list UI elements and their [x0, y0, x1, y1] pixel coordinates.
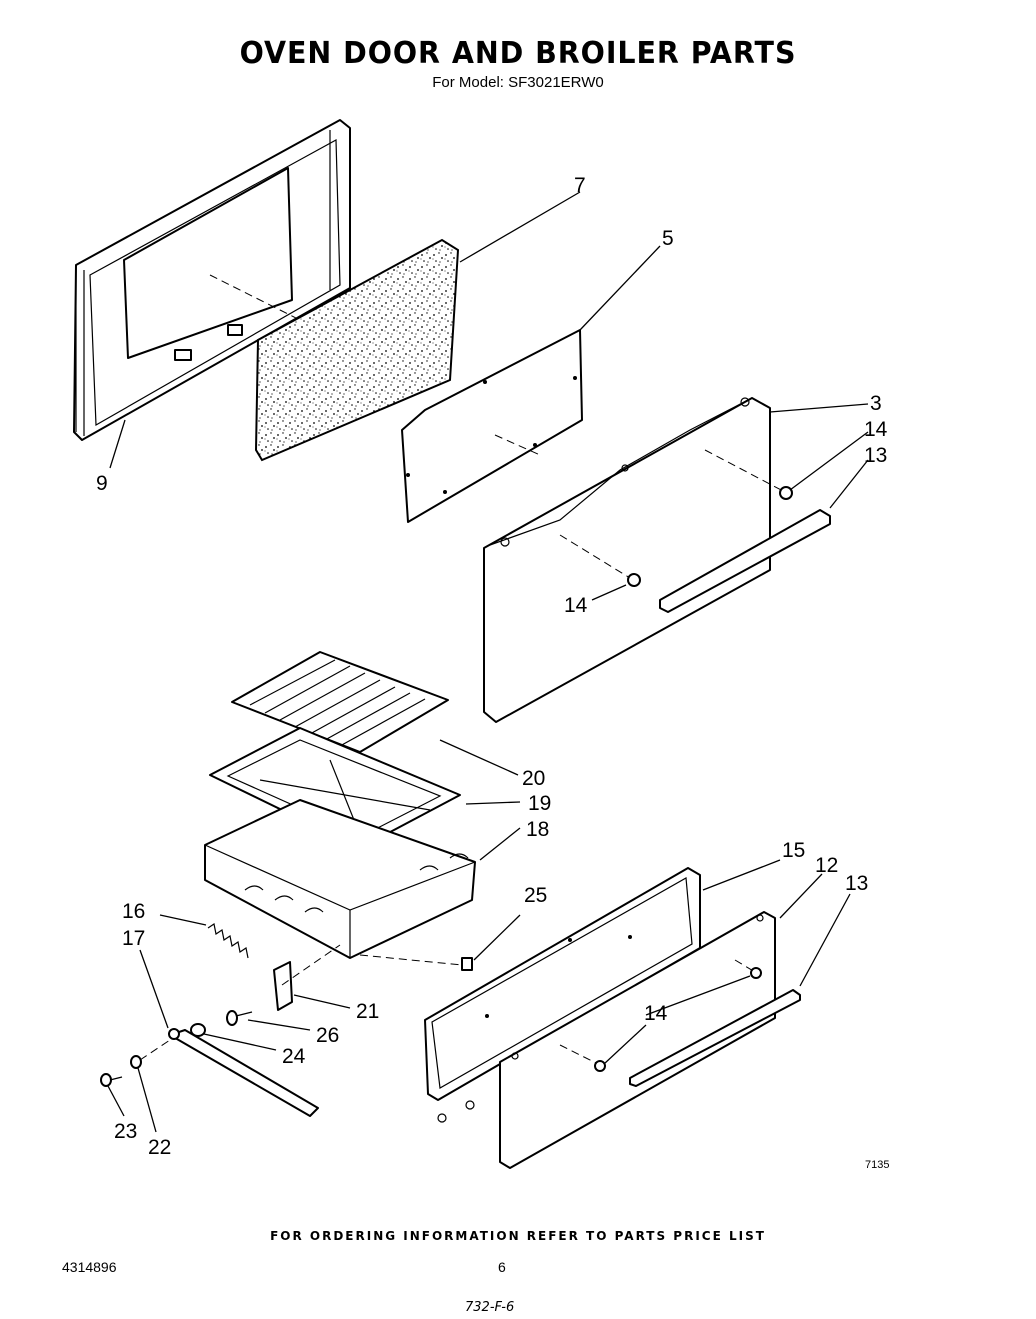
door-panel [401, 329, 583, 523]
model-subtitle: For Model: SF3021ERW0 [432, 74, 604, 91]
screw [226, 1010, 253, 1026]
outer-door [483, 397, 793, 723]
callout-18: 18 [526, 818, 549, 841]
callout-23: 23 [114, 1120, 137, 1143]
page-number: 6 [498, 1259, 506, 1275]
callout-labels: 7 5 3 14 13 9 14 20 19 18 15 12 13 16 17… [96, 174, 888, 1159]
door-handle [659, 509, 831, 613]
callout-21: 21 [356, 1000, 379, 1023]
broiler-pan [204, 799, 476, 966]
callout-22: 22 [148, 1136, 171, 1159]
callout-14-door: 14 [864, 418, 888, 441]
callout-25: 25 [524, 884, 547, 907]
broiler-grid [231, 651, 449, 753]
page-title: OVEN DOOR AND BROILER PARTS [239, 36, 797, 71]
screw-and-washer [100, 1039, 171, 1087]
drawer-front [499, 911, 776, 1169]
spring [207, 923, 249, 959]
callout-13-door: 13 [864, 444, 887, 467]
callout-26: 26 [316, 1024, 339, 1047]
latch-bracket [273, 944, 341, 1011]
callout-3: 3 [870, 392, 882, 415]
callout-5: 5 [662, 227, 674, 250]
callout-16: 16 [122, 900, 145, 923]
callout-24: 24 [282, 1045, 306, 1068]
callout-7: 7 [574, 174, 586, 197]
callout-20: 20 [522, 767, 545, 790]
inner-door-frame [73, 119, 351, 441]
callout-15: 15 [782, 839, 805, 862]
leader-lines [107, 191, 869, 1133]
ordering-note: FOR ORDERING INFORMATION REFER TO PARTS … [270, 1229, 766, 1243]
insulation-pad [254, 238, 460, 462]
document-number: 4314896 [62, 1259, 117, 1275]
drawer-handle [629, 989, 801, 1087]
drawer-pin [461, 957, 473, 971]
drawer-rail [168, 1023, 319, 1117]
callout-12: 12 [815, 854, 838, 877]
callout-14-drawer: 14 [644, 1002, 668, 1025]
handwritten-note: 732-F-6 [465, 1300, 515, 1315]
callout-13-drawer: 13 [845, 872, 868, 895]
callout-17: 17 [122, 927, 145, 950]
callout-19: 19 [528, 792, 551, 815]
callout-14-lower: 14 [564, 594, 588, 617]
figure-number: 7135 [865, 1159, 890, 1171]
callout-9: 9 [96, 472, 108, 495]
